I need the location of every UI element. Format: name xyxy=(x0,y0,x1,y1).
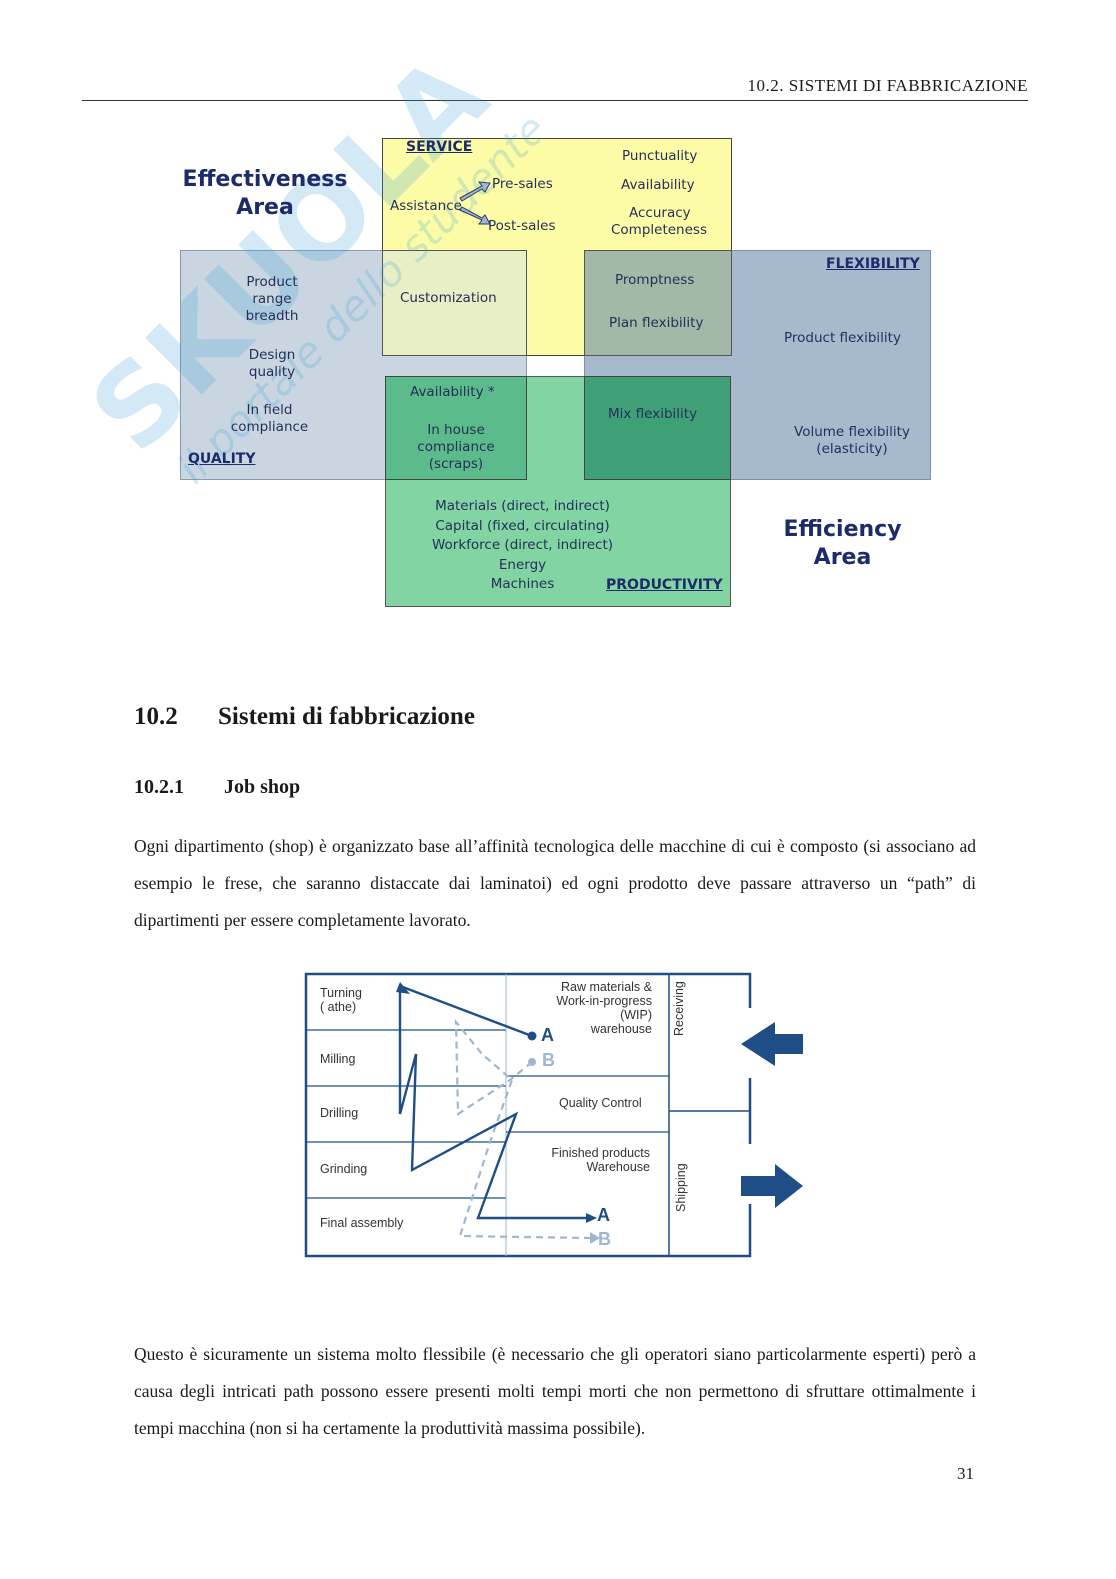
paragraph-job-shop: Ogni dipartimento (shop) è organizzato b… xyxy=(134,836,976,930)
path-b-start-label: B xyxy=(542,1050,555,1070)
availability-star-label: Availability * xyxy=(410,384,495,400)
pre-sales-arrow-icon xyxy=(459,181,491,202)
shipping-label: Shipping xyxy=(674,1163,688,1212)
header-rule xyxy=(82,100,1028,101)
post-sales-arrow-icon xyxy=(459,206,491,225)
receiving-label: Receiving xyxy=(672,981,686,1036)
running-header: 10.2. SISTEMI DI FABBRICAZIONE xyxy=(747,76,1028,95)
turning-label: Turning( athe) xyxy=(320,986,362,1014)
final-assembly-label: Final assembly xyxy=(320,1216,404,1230)
grinding-label: Grinding xyxy=(320,1162,368,1176)
customization-overlap xyxy=(382,250,527,356)
page-number: 31 xyxy=(957,1464,974,1483)
flexibility-title: FLEXIBILITY xyxy=(826,256,920,272)
path-b-end-label: B xyxy=(598,1229,611,1249)
mix-flexibility-label: Mix flexibility xyxy=(608,406,698,422)
post-sales-label: Post-sales xyxy=(488,218,556,234)
job-shop-diagram xyxy=(304,972,803,1258)
paragraph-flexibility: Questo è sicuramente un sistema molto fl… xyxy=(134,1344,976,1438)
productivity-items: Materials (direct, indirect) Capital (fi… xyxy=(431,498,614,592)
availability-label: Availability xyxy=(621,177,695,193)
pre-sales-label: Pre-sales xyxy=(492,176,553,192)
watermark-logo: SKUOLA il portale dello studente xyxy=(66,38,540,493)
plan-flexibility-label: Plan flexibility xyxy=(609,315,704,331)
milling-label: Milling xyxy=(320,1052,356,1066)
quality-control-label: Quality Control xyxy=(559,1096,642,1110)
mix-overlap xyxy=(584,376,731,480)
performance-areas-figure: SKUOLA il portale dello studente Effecti… xyxy=(66,38,950,618)
service-title: SERVICE xyxy=(406,139,473,155)
drilling-label: Drilling xyxy=(320,1106,359,1120)
promptness-overlap xyxy=(584,250,732,356)
completeness-label: Completeness xyxy=(611,222,707,238)
job-shop-figure: Turning( athe) Milling Drilling Grinding… xyxy=(300,968,810,1262)
product-flexibility-label: Product flexibility xyxy=(784,330,901,346)
punctuality-label: Punctuality xyxy=(622,148,698,164)
volume-flexibility-label: Volume flexibility(elasticity) xyxy=(794,424,910,457)
assistance-label: Assistance xyxy=(390,198,462,214)
path-a-start-label: A xyxy=(541,1025,554,1045)
promptness-label: Promptness xyxy=(615,272,695,288)
wip-warehouse-label: Raw materials &Work-in-progress(WIP)ware… xyxy=(556,980,652,1036)
quality-title: QUALITY xyxy=(188,451,256,467)
accuracy-label: Accuracy xyxy=(629,205,691,221)
path-a-end-label: A xyxy=(597,1205,610,1225)
availability-overlap xyxy=(385,376,527,480)
productivity-title: PRODUCTIVITY xyxy=(606,577,723,593)
customization-label: Customization xyxy=(400,290,497,306)
